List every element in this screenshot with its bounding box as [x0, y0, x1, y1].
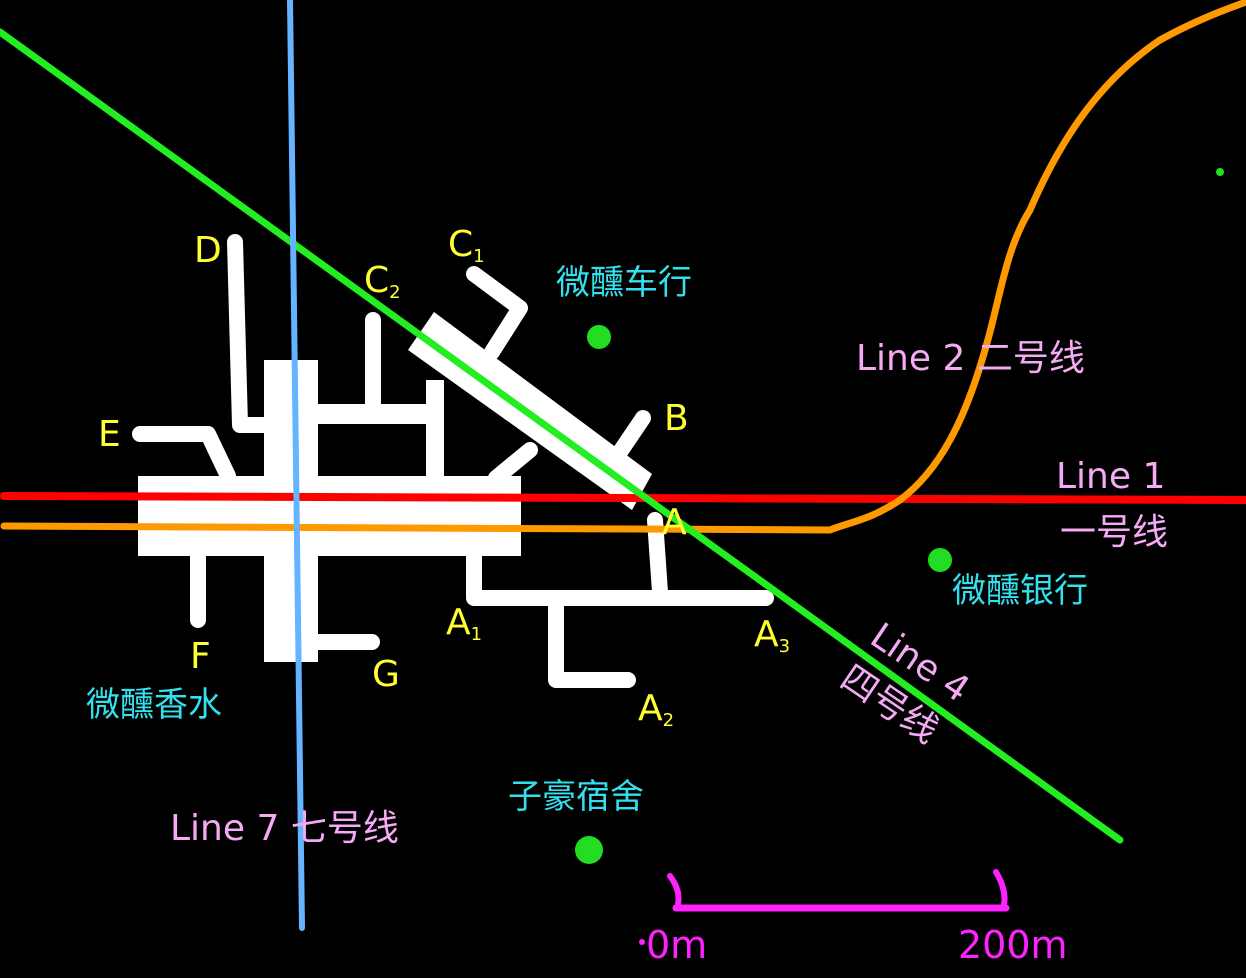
exit-label-a2: A2 — [638, 688, 674, 731]
line-7-track — [287, 0, 305, 931]
poi-dot-car-dealer — [587, 325, 611, 349]
place-label-perfume: 微醺香水 — [86, 685, 222, 725]
scale-origin-dot — [639, 939, 645, 945]
exit-label-d: D — [194, 230, 222, 271]
exit-label-e: E — [98, 414, 121, 455]
line-1-track — [0, 492, 1246, 504]
place-label-car-dealer: 微醺车行 — [556, 263, 692, 303]
exit-label-f: F — [190, 636, 211, 677]
line-4-track — [0, 28, 1124, 844]
poi-markers — [575, 168, 1224, 864]
line-label-1-en: Line 1 — [1056, 456, 1165, 497]
passage-exit-a2 — [548, 592, 636, 688]
place-label-bank: 微醺银行 — [952, 571, 1088, 611]
exit-label-c2: C2 — [364, 260, 401, 303]
poi-dot-small — [1216, 168, 1224, 176]
exit-label-a3: A3 — [754, 614, 790, 657]
passage-diagonal-link — [488, 442, 538, 486]
passage-exit-c1 — [466, 266, 528, 360]
station-center-pillar — [426, 380, 444, 480]
place-label-dorm: 子豪宿舍 — [508, 777, 644, 817]
passage-exit-d — [227, 234, 278, 433]
scale-bar-tick-left — [667, 873, 682, 907]
exit-label-c1: C1 — [448, 224, 485, 267]
passage-exit-e — [132, 426, 236, 484]
exit-label-a1: A1 — [446, 602, 482, 645]
metro-lines — [0, 0, 1246, 931]
station-main-hall — [138, 476, 521, 556]
line-label-7: Line 7 七号线 — [170, 808, 399, 849]
line-label-1-zh: 一号线 — [1060, 512, 1168, 553]
poi-dot-dorm — [575, 836, 603, 864]
station-passages — [132, 234, 774, 688]
poi-dot-bank — [928, 548, 952, 572]
exit-label-g: G — [372, 654, 400, 695]
passage-exit-a1-a3 — [466, 548, 774, 606]
place-labels: 微醺车行 微醺银行 微醺香水 子豪宿舍 — [86, 263, 1088, 817]
passage-exit-b — [612, 410, 651, 460]
scale-label-start: 0m — [646, 923, 707, 967]
exit-label-b: B — [664, 398, 689, 439]
scale-bar-tick-right — [993, 869, 1008, 907]
exit-labels: D C1 C2 B E A A1 A3 A2 F G — [98, 224, 790, 731]
scale-bar — [667, 869, 1010, 912]
station-structure — [138, 312, 652, 662]
line-2-track — [0, 0, 1246, 534]
station-west-block — [264, 360, 318, 662]
scale-label-end: 200m — [958, 923, 1068, 967]
exit-label-a: A — [662, 502, 687, 543]
line-label-2: Line 2 二号线 — [856, 338, 1085, 379]
